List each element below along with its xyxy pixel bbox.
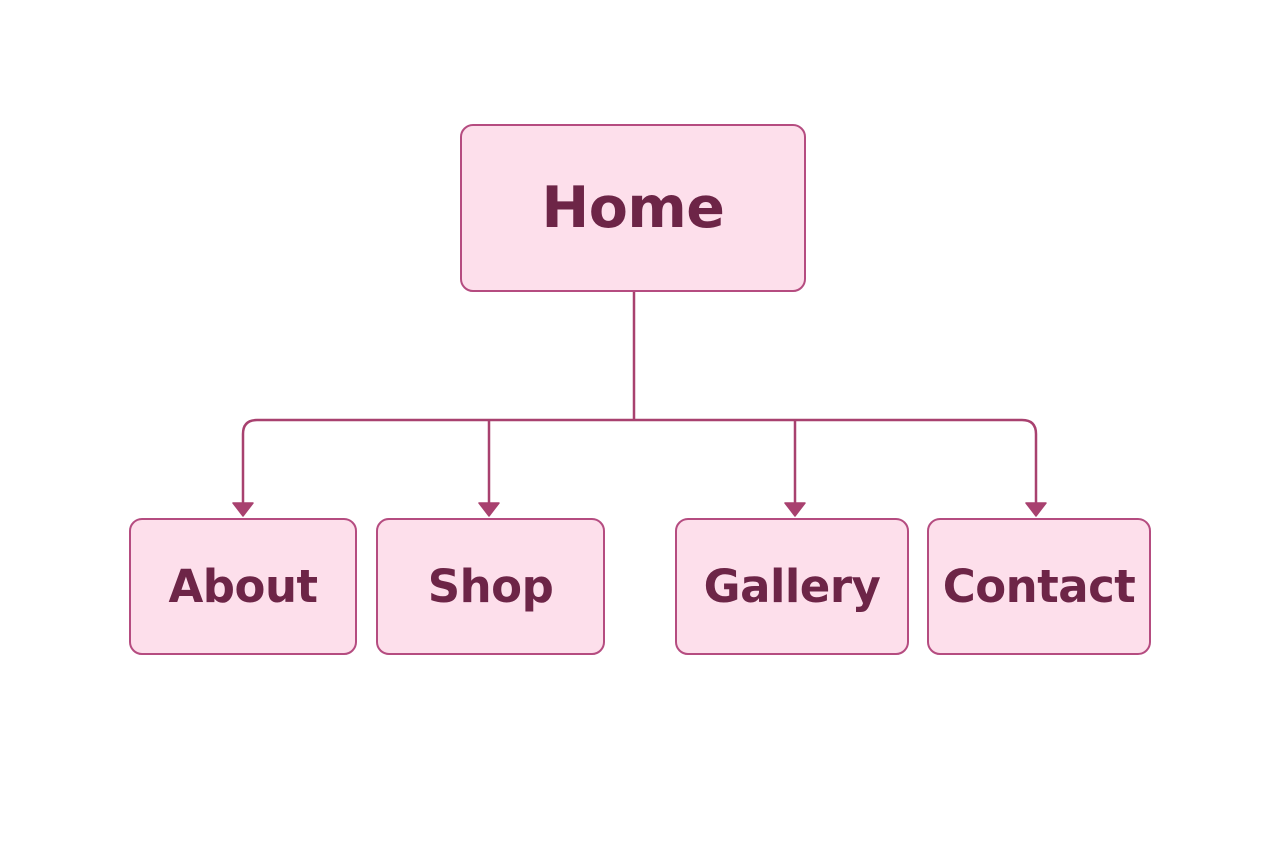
connector-branch-bar: [241, 418, 1038, 508]
node-about: About: [129, 518, 357, 655]
node-shop: Shop: [376, 518, 605, 655]
node-contact: Contact: [927, 518, 1151, 655]
node-home: Home: [460, 124, 806, 292]
node-contact-label: Contact: [942, 560, 1136, 613]
arrowhead-about: [232, 502, 254, 517]
node-gallery: Gallery: [675, 518, 909, 655]
node-home-label: Home: [541, 175, 725, 241]
node-gallery-label: Gallery: [703, 560, 881, 613]
node-about-label: About: [168, 560, 318, 613]
arrowhead-shop: [478, 502, 500, 517]
arrowhead-contact: [1025, 502, 1047, 517]
arrowhead-gallery: [784, 502, 806, 517]
node-shop-label: Shop: [427, 560, 554, 613]
